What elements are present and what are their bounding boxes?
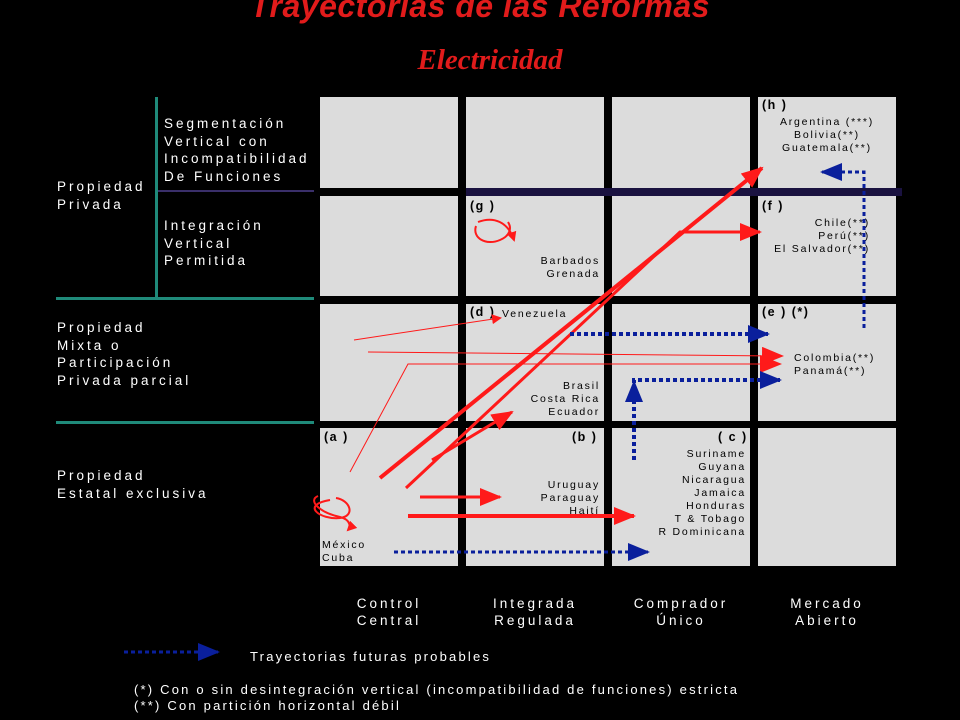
legend-future-label: Trayectorias futuras probables <box>250 649 492 664</box>
cell-d-label: (d ) <box>470 305 496 319</box>
page-title: Trayectorias de las Reformas <box>250 0 710 24</box>
arrow-mixed-to-colombia <box>367 346 784 365</box>
cell-e-text: Colombia(**) Panamá(**) <box>794 352 876 377</box>
cell-b-label: (b ) <box>572 430 598 444</box>
cell-g-text: Barbados Grenada <box>540 255 600 280</box>
band-divider <box>466 188 902 196</box>
column-label-control-central: Control Central <box>356 596 422 628</box>
column-label-comprador-unico: Comprador Único <box>633 596 729 628</box>
cell-c-label: ( c ) <box>718 430 748 444</box>
divider-vertical <box>155 97 158 298</box>
future-arrow-e-to-h <box>820 163 866 328</box>
note-1: (*) Con o sin desintegración vertical (i… <box>134 682 740 697</box>
loop-arrow-g <box>474 221 511 244</box>
cell-g-label: (g ) <box>470 199 496 213</box>
note-2: (**) Con partición horizontal débil <box>134 698 402 713</box>
divider-mixed-bottom <box>56 421 314 424</box>
cell-h-text: Argentina (***) Bolivia(**) Guatemala(**… <box>779 116 875 154</box>
row-label-segmentation: Segmentación Vertical con Incompatibilid… <box>164 116 310 184</box>
cell-mixed-c2-text: Brasil Costa Rica Ecuador <box>530 380 600 418</box>
cell-r1-c3 <box>612 97 750 188</box>
row-label-state: Propiedad Estatal exclusiva <box>57 468 209 501</box>
cell-a-text: México Cuba <box>322 539 367 564</box>
cell-r4-c4 <box>758 428 896 566</box>
divider-private-bottom <box>56 297 314 300</box>
cell-f-label: (f ) <box>762 199 784 213</box>
row-label-mixed: Propiedad Mixta o Participación Privada … <box>57 320 192 388</box>
row-label-private: Propiedad Privada <box>57 179 146 212</box>
arrow-to-venezuela <box>353 314 502 341</box>
cell-r3-c1 <box>320 304 458 421</box>
cell-c-text: Suriname Guyana Nicaragua Jamaica Hondur… <box>658 448 746 538</box>
divider-subrow <box>158 190 314 192</box>
cell-r2-c4 <box>758 196 896 296</box>
cell-r1-c1 <box>320 97 458 188</box>
cell-d-text: Venezuela <box>502 308 568 320</box>
arrow-a-to-f <box>404 223 762 490</box>
cell-e-label: (e ) (*) <box>762 305 810 319</box>
cell-r1-c2 <box>466 97 604 188</box>
arrow-a-to-brasil <box>431 410 514 462</box>
cell-h-label: (h ) <box>762 98 788 112</box>
future-arrow-c-to-panama <box>632 371 782 460</box>
cell-f-text: Chile(**) Perú(**) El Salvador(**) <box>774 217 870 255</box>
cell-a-label: (a ) <box>324 430 349 444</box>
row-label-integration: Integración Vertical Permitida <box>164 218 264 268</box>
column-label-mercado-abierto: Mercado Abierto <box>790 596 864 628</box>
cell-r2-c3 <box>612 196 750 296</box>
page-subtitle: Electricidad <box>417 44 563 76</box>
arrow-a-to-colombia <box>349 355 782 473</box>
arrow-a-to-h <box>378 166 764 480</box>
cell-r2-c1 <box>320 196 458 296</box>
cell-r2-c2 <box>466 196 604 296</box>
column-label-integrada-regulada: Integrada Regulada <box>492 596 578 628</box>
